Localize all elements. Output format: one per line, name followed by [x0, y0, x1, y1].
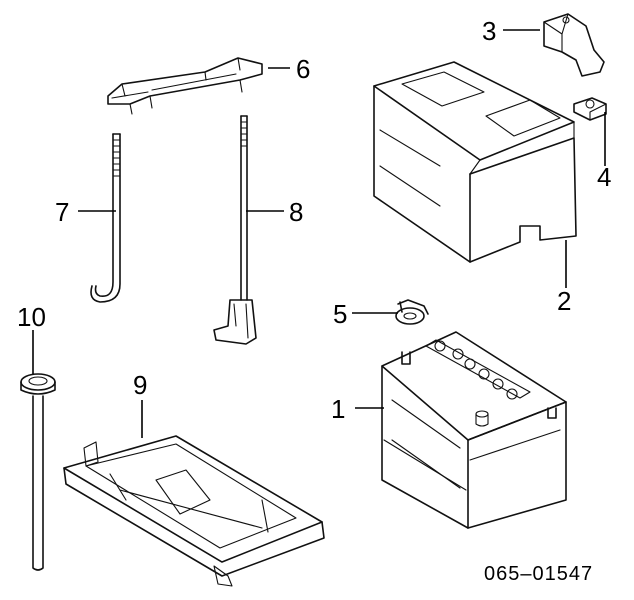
callout-3: 3 — [482, 16, 496, 46]
leader-lines — [32, 29, 606, 438]
callout-4: 4 — [597, 162, 611, 192]
part-5-terminal — [395, 299, 429, 325]
part-4-terminal-clamp — [573, 97, 607, 121]
callout-labels: 1 2 3 4 5 6 7 8 9 10 — [17, 16, 611, 424]
callout-6: 6 — [296, 54, 310, 84]
callout-2: 2 — [557, 286, 571, 316]
part-10-bolt — [20, 373, 56, 571]
part-6-clamp-bar — [107, 57, 263, 115]
callout-8: 8 — [289, 197, 303, 227]
diagram-code: 065–01547 — [484, 563, 593, 585]
part-1-battery — [381, 331, 567, 529]
part-2-battery-cover — [373, 61, 577, 263]
callout-10: 10 — [17, 302, 46, 332]
callout-5: 5 — [333, 299, 347, 329]
callout-9: 9 — [133, 370, 147, 400]
callout-7: 7 — [55, 197, 69, 227]
part-9-battery-tray — [63, 435, 325, 587]
callout-1: 1 — [331, 394, 345, 424]
part-8-rod-bracket — [213, 115, 257, 345]
part-7-j-hook-rod — [90, 133, 121, 303]
part-3-terminal-cover — [543, 13, 605, 77]
